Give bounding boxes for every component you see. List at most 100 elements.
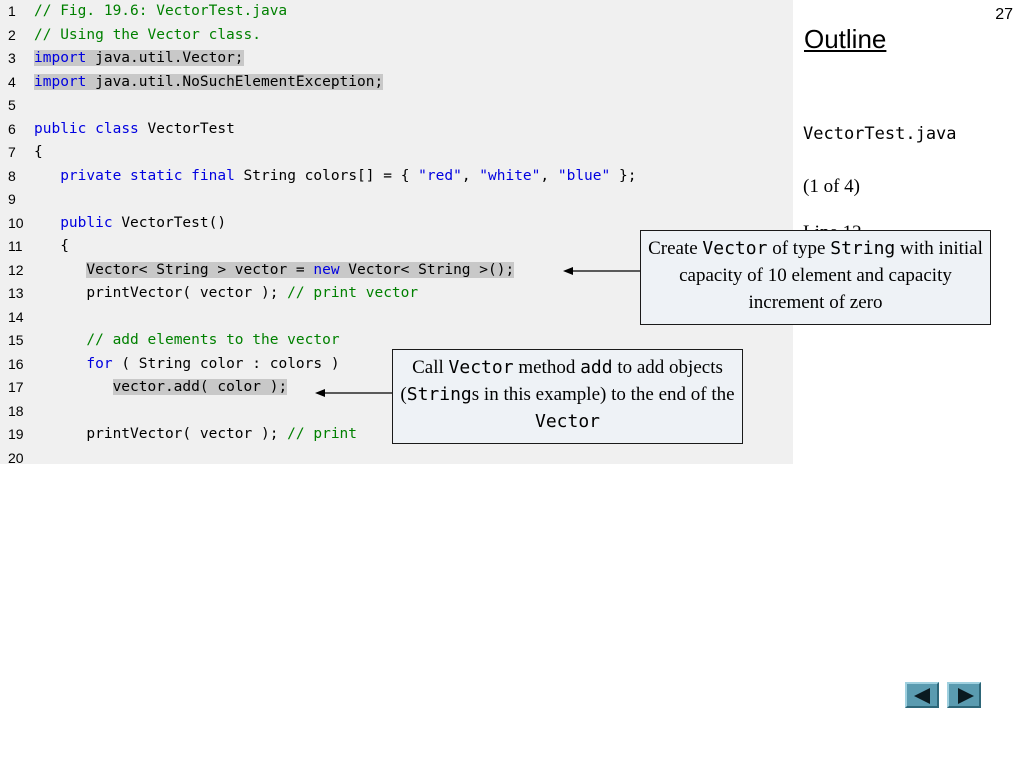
line-number: 17 [8, 379, 24, 395]
code-token: // add elements to the vector [86, 332, 340, 348]
code-token: vector.add( color ); [112, 379, 288, 395]
code-text: { [34, 235, 69, 258]
code-line: 16 for ( String color : colors ) [0, 353, 793, 376]
code-line: 15 // add elements to the vector [0, 329, 793, 352]
line-number: 11 [8, 238, 23, 254]
code-line: 9 [0, 188, 793, 211]
callout-text: Create [648, 238, 703, 259]
code-token: for [86, 355, 113, 372]
page-number: 27 [995, 6, 1013, 23]
callout-text: of type [767, 238, 831, 259]
code-token: // Using the Vector class. [34, 26, 261, 43]
code-line: 12 Vector< String > vector = new Vector<… [0, 259, 793, 282]
code-text: public class VectorTest [34, 118, 235, 141]
code-line: 8 private static final String colors[] =… [0, 165, 793, 188]
code-line: 6 public class VectorTest [0, 118, 793, 141]
code-text: // Fig. 19.6: VectorTest.java [34, 0, 287, 23]
line-number: 8 [8, 167, 16, 184]
line-number: 20 [8, 449, 24, 466]
line-number: 14 [8, 308, 24, 325]
line-number: 6 [8, 120, 16, 137]
callout-add-method: Call Vector method add to add objects (S… [392, 349, 743, 444]
line-number: 15 [8, 332, 24, 348]
code-line: 18 [0, 400, 793, 423]
code-line: 11 { [0, 235, 793, 258]
code-line: 4 import java.util.NoSuchElementException… [0, 71, 793, 94]
line-number: 12 [8, 261, 24, 278]
code-token: public [60, 214, 113, 231]
code-token: java.util.Vector; [86, 50, 244, 66]
code-token: public [34, 120, 87, 137]
code-text: private static final String colors[] = {… [34, 165, 636, 188]
code-token [86, 121, 95, 137]
code-token [34, 356, 86, 372]
code-token: "blue" [557, 167, 611, 184]
code-token: Vector< String > vector = [86, 261, 314, 278]
code-token: ( String color : colors ) [112, 355, 340, 372]
callout-text: s in this example) to the end of the [471, 384, 735, 405]
code-text: printVector( vector ); // print [34, 423, 357, 446]
code-token: // print [287, 426, 358, 442]
line-number: 4 [8, 73, 16, 90]
callout-text: Vector [702, 238, 768, 259]
code-token [34, 379, 113, 395]
code-token: , [540, 167, 558, 184]
code-text: { [34, 141, 43, 164]
code-token: new [313, 261, 340, 278]
code-line: 7{ [0, 141, 793, 164]
code-token [34, 168, 60, 184]
code-token: }; [610, 167, 637, 184]
triangle-left-icon [914, 688, 930, 704]
code-token: String colors[] = { [234, 167, 419, 184]
callout-create-vector: Create Vector of type String with initia… [640, 230, 991, 325]
code-token: printVector( vector ); [34, 285, 288, 301]
callout-text: String [406, 384, 472, 405]
callout-text: with initial capacity of 10 element and … [679, 238, 983, 313]
code-text: public VectorTest() [34, 212, 226, 235]
code-token [34, 262, 86, 278]
code-token: static [130, 167, 183, 184]
code-line: 20 [0, 447, 793, 470]
code-token: VectorTest [138, 120, 235, 137]
code-line: 5 [0, 94, 793, 117]
triangle-right-icon [958, 688, 974, 704]
line-number: 3 [8, 50, 16, 66]
code-line: 14 [0, 306, 793, 329]
code-token: printVector( vector ); [34, 426, 288, 442]
code-token [34, 332, 86, 348]
code-token: class [95, 120, 139, 137]
code-line: 19 printVector( vector ); // print [0, 423, 793, 446]
code-text: vector.add( color ); [34, 376, 288, 399]
line-number: 7 [8, 144, 16, 160]
code-line: 17 vector.add( color ); [0, 376, 793, 399]
code-token: "red" [418, 167, 462, 184]
side-part-indicator: (1 of 4) [803, 176, 860, 197]
code-text: printVector( vector ); // print vector [34, 282, 418, 305]
next-slide-button[interactable] [947, 682, 981, 708]
line-number: 16 [8, 355, 24, 372]
code-token [121, 168, 130, 184]
code-token: { [34, 144, 43, 160]
code-token: VectorTest() [112, 214, 227, 231]
line-number: 1 [8, 3, 16, 19]
code-text: import java.util.NoSuchElementException; [34, 71, 384, 94]
code-line: 13 printVector( vector ); // print vecto… [0, 282, 793, 305]
outline-link[interactable]: Outline [804, 24, 887, 54]
callout-text: Call [412, 357, 449, 378]
code-token: java.util.NoSuchElementException; [86, 73, 384, 90]
code-token [34, 215, 60, 231]
line-number: 2 [8, 26, 16, 43]
line-number: 5 [8, 97, 16, 113]
side-filename: VectorTest.java [803, 124, 957, 144]
line-number: 9 [8, 191, 16, 207]
code-text: Vector< String > vector = new Vector< St… [34, 259, 515, 282]
line-number: 10 [8, 214, 24, 231]
callout-text: add [580, 357, 613, 378]
code-token: // Fig. 19.6: VectorTest.java [34, 3, 288, 19]
line-number: 18 [8, 402, 24, 419]
callout-text: String [830, 238, 896, 259]
code-line: 1 // Fig. 19.6: VectorTest.java [0, 0, 793, 23]
previous-slide-button[interactable] [905, 682, 939, 708]
callout-text: Vector [448, 357, 514, 378]
